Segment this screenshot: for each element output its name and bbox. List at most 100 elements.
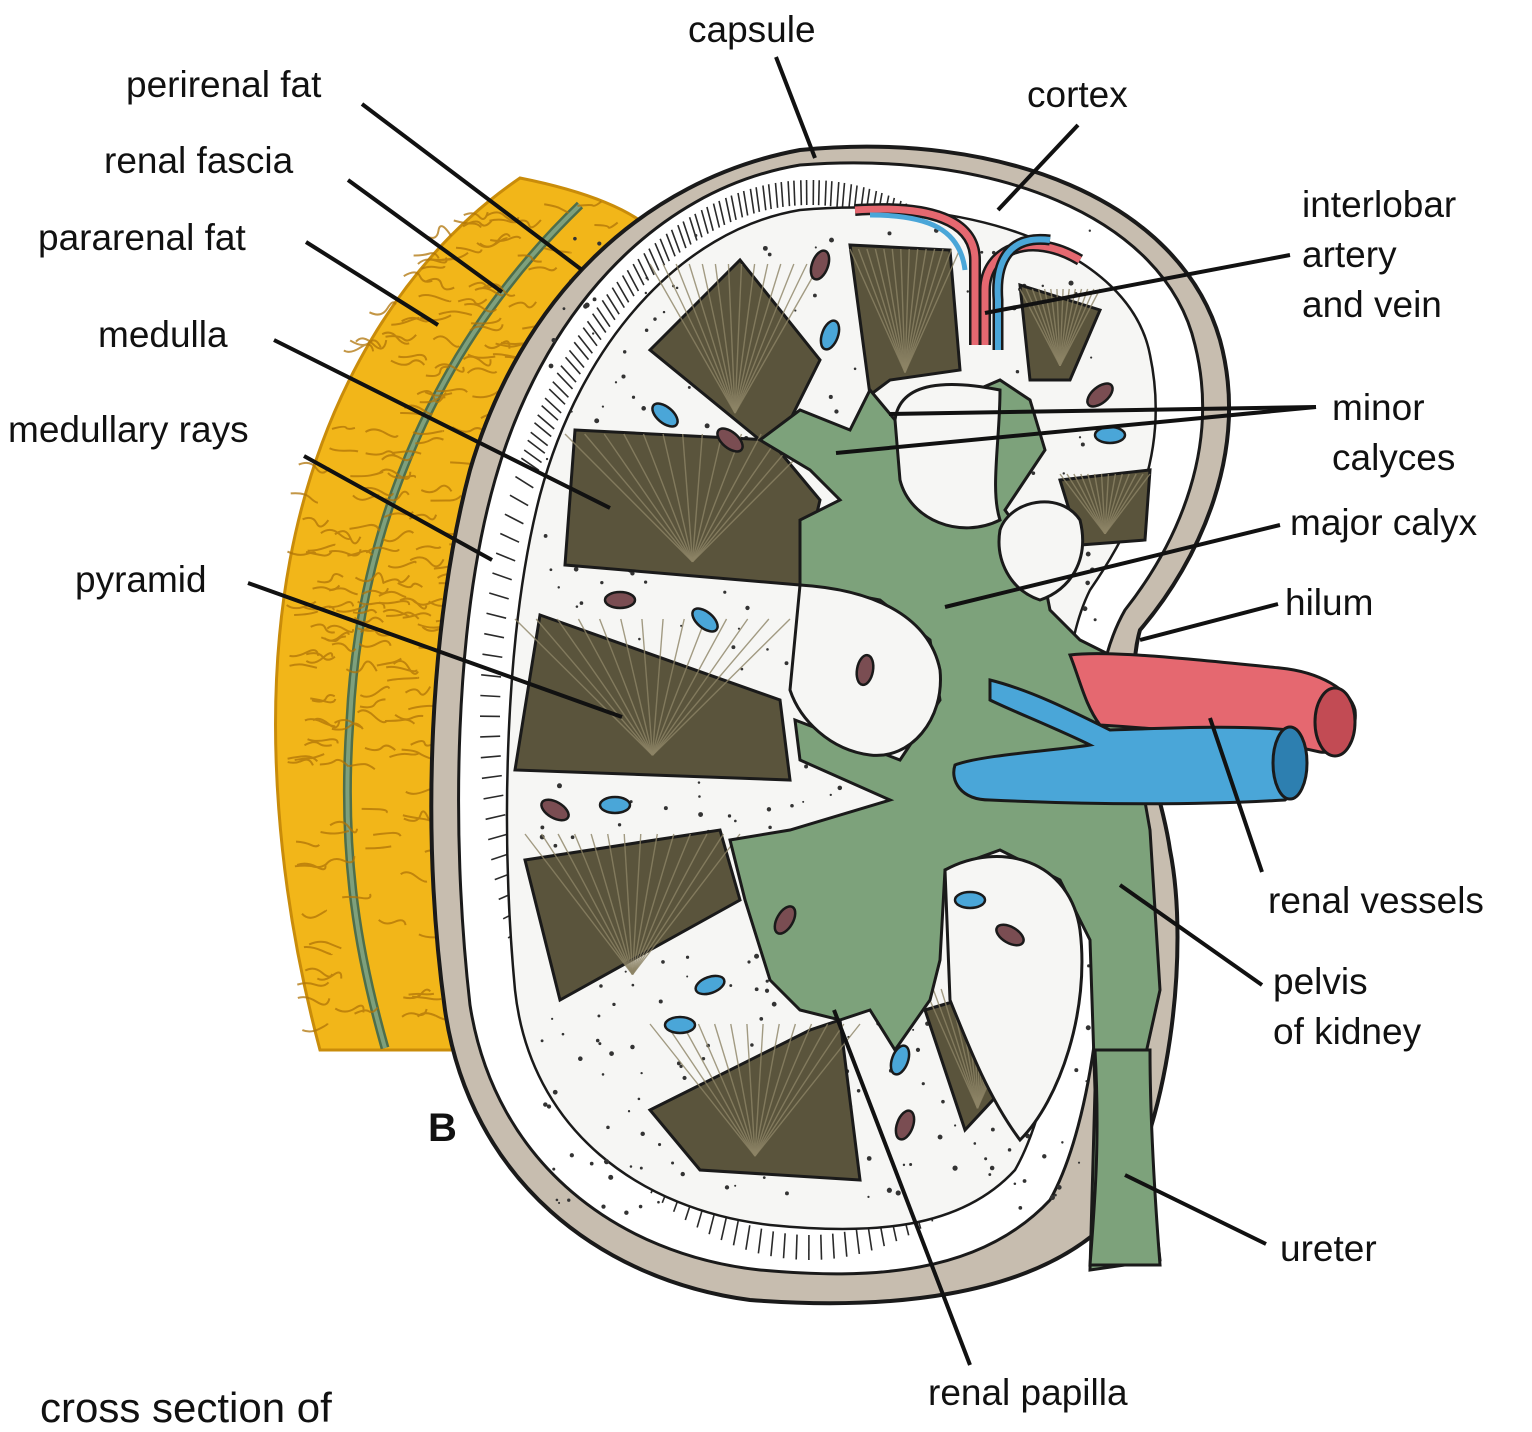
cortex-speckle <box>729 984 732 987</box>
cortex-speckle <box>1042 285 1044 287</box>
cortex-speckle <box>590 1162 594 1166</box>
cortex-speckle <box>834 409 838 413</box>
cortex-speckle <box>916 1048 920 1052</box>
cortex-speckle <box>698 795 701 798</box>
cortex-speckle <box>682 1076 686 1080</box>
cortex-striation <box>821 1235 822 1260</box>
cortex-speckle <box>593 297 597 301</box>
cortex-speckle <box>734 820 737 823</box>
label-capsule: capsule <box>688 5 816 55</box>
cortex-speckle <box>597 241 601 245</box>
cortex-speckle <box>1008 1148 1012 1152</box>
cortex-speckle <box>578 1056 583 1061</box>
cortex-speckle <box>573 237 577 241</box>
cortex-speckle <box>723 591 726 594</box>
cortex-speckle <box>909 1163 912 1166</box>
label-cortex: cortex <box>1027 70 1128 120</box>
leader-capsule <box>776 57 815 158</box>
cortex-speckle <box>912 1029 914 1031</box>
cortex-speckle <box>768 253 772 257</box>
cortex-speckle <box>624 1211 628 1215</box>
cortex-speckle <box>599 984 603 988</box>
cortex-speckle <box>967 290 969 292</box>
cortex-speckle <box>785 661 789 665</box>
cortex-speckle <box>663 311 665 313</box>
cortex-speckle <box>661 960 665 964</box>
cortex-speckle <box>768 826 771 829</box>
cortex-speckle <box>658 1143 661 1146</box>
cortex-speckle <box>681 1172 685 1176</box>
cortex-speckle <box>734 1185 736 1187</box>
cortex-speckle <box>641 406 646 411</box>
cortex-speckle <box>1086 1025 1091 1030</box>
cortex-speckle <box>558 1202 560 1204</box>
cortex-speckle <box>628 1110 630 1112</box>
cortex-speckle <box>755 987 759 991</box>
vessel-cross-section <box>600 797 630 813</box>
ureter <box>1090 1050 1160 1265</box>
cortex-speckle <box>615 381 617 383</box>
cortex-speckle <box>867 1156 872 1161</box>
cortex-speckle <box>621 374 625 378</box>
cortex-speckle <box>1061 1141 1063 1143</box>
label-renal-fascia: renal fascia <box>104 136 293 186</box>
cortex-speckle <box>759 1017 763 1021</box>
cortex-speckle <box>600 581 603 584</box>
cortex-speckle <box>763 1176 766 1179</box>
cortex-speckle <box>580 601 584 605</box>
cortex-striation <box>480 736 500 737</box>
cortex-speckle <box>830 794 832 796</box>
cortex-speckle <box>857 1089 861 1093</box>
cortex-speckle <box>645 292 647 294</box>
cortex-speckle <box>974 1142 977 1145</box>
cortex-speckle <box>563 307 566 310</box>
figure-letter: B <box>428 1106 457 1151</box>
cortex-speckle <box>594 418 599 423</box>
cortex-speckle <box>546 458 548 460</box>
label-medullary-rays: medullary rays <box>8 405 249 455</box>
cortex-speckle <box>1079 436 1081 438</box>
cortex-speckle <box>549 364 554 369</box>
cortex-striation <box>480 696 500 697</box>
cortex-speckle <box>1014 1182 1017 1185</box>
cortex-striation <box>794 181 795 206</box>
cortex-speckle <box>553 1090 558 1095</box>
cortex-speckle <box>804 765 808 769</box>
cortex-speckle <box>754 954 759 959</box>
cortex-speckle <box>630 1045 634 1049</box>
cortex-speckle <box>838 786 843 791</box>
cortex-speckle <box>1083 606 1088 611</box>
cortex-speckle <box>745 606 749 610</box>
cortex-speckle <box>1069 281 1074 286</box>
figure-caption: cross section of <box>40 1384 332 1432</box>
cortex-speckle <box>896 1190 901 1195</box>
cortex-speckle <box>604 1159 609 1164</box>
cortex-speckle <box>829 395 833 399</box>
label-perirenal-fat: perirenal fat <box>126 60 321 110</box>
cortex-speckle <box>887 1188 892 1193</box>
cortex-speckle <box>1089 230 1091 232</box>
cortex-speckle <box>659 1000 663 1004</box>
cortex-speckle <box>640 1132 644 1136</box>
label-medulla: medulla <box>98 310 228 360</box>
cortex-speckle <box>606 1126 610 1130</box>
cortex-speckle <box>653 317 656 320</box>
cortex-speckle <box>686 956 689 959</box>
cortex-speckle <box>1057 1185 1062 1190</box>
cortex-speckle <box>547 1104 551 1108</box>
cortex-speckle <box>887 231 891 235</box>
cortex-speckle <box>1018 1206 1022 1210</box>
cortex-speckle <box>638 638 641 641</box>
cortex-speckle <box>570 1153 574 1157</box>
cortex-speckle <box>1050 1195 1055 1200</box>
cortex-speckle <box>638 1098 641 1101</box>
label-renal-vessels: renal vessels <box>1268 876 1484 926</box>
cortex-speckle <box>597 1015 600 1018</box>
cortex-speckle <box>552 1168 555 1171</box>
cortex-speckle <box>598 1042 601 1045</box>
label-interlobar-line3: and vein <box>1302 280 1442 330</box>
cortex-speckle <box>766 980 769 983</box>
cortex-speckle <box>608 1175 613 1180</box>
cortex-speckle <box>984 1157 987 1160</box>
label-ureter: ureter <box>1280 1224 1377 1274</box>
